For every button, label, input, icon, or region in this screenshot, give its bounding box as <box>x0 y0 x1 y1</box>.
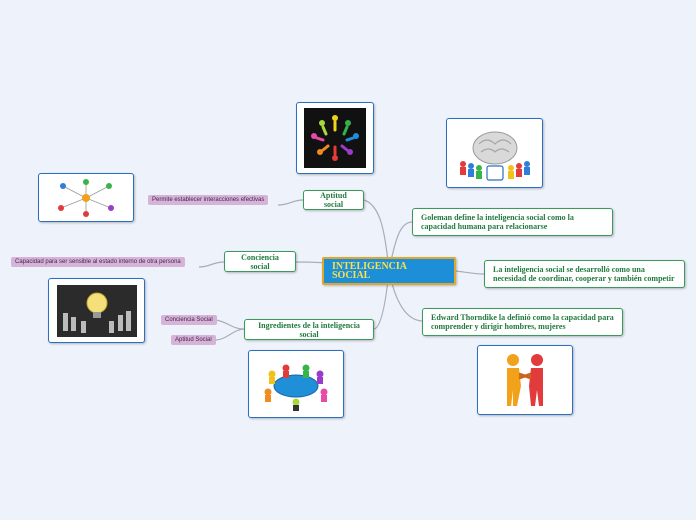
image-people-circle <box>296 102 374 174</box>
branch-ingredientes[interactable]: Ingredientes de la inteligencia social <box>244 319 374 340</box>
tag-capacidad[interactable]: Capacidad para ser sensible al estado in… <box>11 257 185 267</box>
link-permite <box>277 199 304 206</box>
link-conciencia-social <box>215 319 245 330</box>
branch-label: Goleman define la inteligencia social co… <box>421 213 574 231</box>
center-label: INTELIGENCIA SOCIAL <box>332 261 407 281</box>
center-node[interactable]: INTELIGENCIA SOCIAL <box>322 257 456 285</box>
branch-label: Conciencia social <box>241 252 279 271</box>
image-round-table <box>248 350 344 418</box>
branch-conciencia-social[interactable]: Conciencia social <box>224 251 296 272</box>
image-lightbulb-group <box>48 278 145 343</box>
link-aptitud-social <box>215 328 245 341</box>
branch-label: Edward Thorndike la definió como la capa… <box>431 313 614 331</box>
link-capacidad <box>198 261 225 268</box>
network-people-icon <box>58 178 114 217</box>
brain-icon <box>459 131 530 181</box>
tag-permite[interactable]: Permite establecer interacciones efectiv… <box>148 195 269 205</box>
image-connected-people <box>38 173 134 222</box>
people-circle-icon <box>304 108 366 168</box>
lightbulb-icon <box>56 284 137 337</box>
meeting-table-icon <box>264 364 328 411</box>
image-handshake <box>477 345 573 415</box>
branch-desarrollo[interactable]: La inteligencia social se desarrolló com… <box>484 260 685 288</box>
branch-label: La inteligencia social se desarrolló com… <box>493 265 675 283</box>
branch-aptitud-social[interactable]: Aptitud social <box>303 190 364 210</box>
tag-conciencia-social[interactable]: Conciencia Social <box>161 315 217 325</box>
branch-label: Ingredientes de la inteligencia social <box>258 320 360 339</box>
link-desarrollo <box>455 270 485 275</box>
branch-thorndike[interactable]: Edward Thorndike la definió como la capa… <box>422 308 623 336</box>
tag-aptitud-social[interactable]: Aptitud Social <box>171 335 216 345</box>
branch-goleman[interactable]: Goleman define la inteligencia social co… <box>412 208 613 236</box>
handshake-icon <box>507 354 543 406</box>
branch-label: Aptitud social <box>320 191 347 209</box>
image-brain-crowd <box>446 118 543 188</box>
